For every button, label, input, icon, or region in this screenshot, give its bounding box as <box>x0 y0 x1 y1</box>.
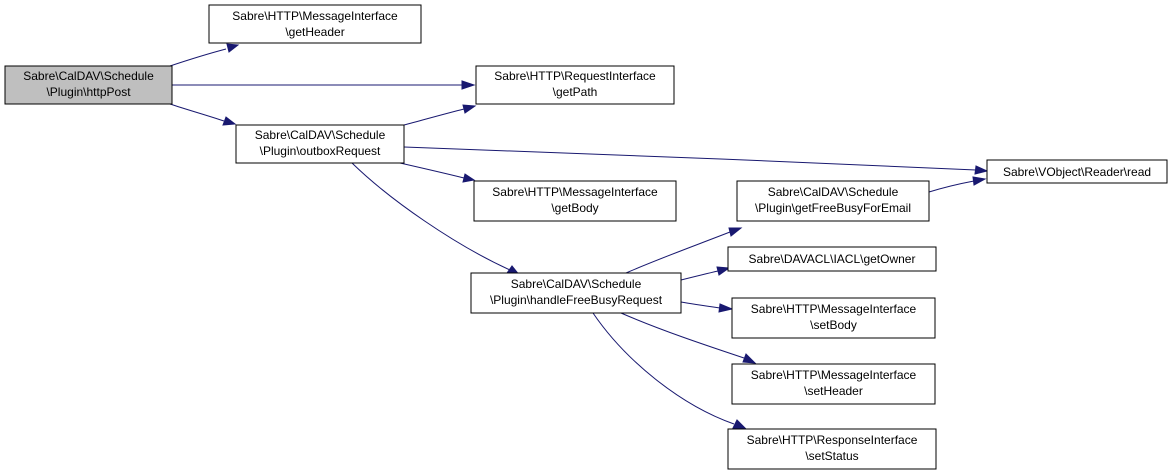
node-getbody-line2: \getBody <box>551 201 598 215</box>
edges <box>169 43 989 430</box>
edge-outboxrequest-to-read <box>403 146 989 175</box>
node-setbody-line1: Sabre\HTTP\MessageInterface <box>751 302 917 316</box>
edge-handlefreebusyrequest-to-setstatus <box>592 312 748 430</box>
arrowhead-icon <box>226 43 240 53</box>
arrowhead-icon <box>716 266 731 276</box>
node-handlefreebusyrequest-line2: \Plugin\handleFreeBusyRequest <box>490 293 663 307</box>
edge-getfreebusyforemail-to-read <box>928 176 987 193</box>
edge-line <box>403 108 465 126</box>
edge-outboxrequest-to-getpath <box>403 104 477 126</box>
edge-line <box>592 312 735 425</box>
node-setbody[interactable]: Sabre\HTTP\MessageInterface \setBody <box>731 297 936 339</box>
edge-handlefreebusyrequest-to-setheader <box>620 312 757 364</box>
node-outboxrequest-line1: Sabre\CalDAV\Schedule <box>255 128 386 142</box>
node-getpath-line1: Sabre\HTTP\RequestInterface <box>494 69 656 83</box>
arrowhead-icon <box>728 227 743 237</box>
node-getbody-line1: Sabre\HTTP\MessageInterface <box>492 185 658 199</box>
node-read[interactable]: Sabre\VObject\Reader\read <box>986 159 1168 184</box>
edge-handlefreebusyrequest-to-getowner <box>680 266 731 281</box>
node-getheader-line1: Sabre\HTTP\MessageInterface <box>232 9 398 23</box>
arrowhead-icon <box>462 173 476 183</box>
node-setstatus[interactable]: Sabre\HTTP\ResponseInterface \setStatus <box>727 428 937 470</box>
edge-line <box>620 312 745 359</box>
node-setstatus-line1: Sabre\HTTP\ResponseInterface <box>747 433 918 447</box>
edge-line <box>169 48 227 67</box>
node-httppost-line2: \Plugin\httpPost <box>46 85 131 99</box>
arrowhead-icon <box>222 116 237 126</box>
arrowhead-icon <box>718 303 734 313</box>
node-setheader[interactable]: Sabre\HTTP\MessageInterface \setHeader <box>731 363 936 405</box>
edge-line <box>399 162 465 179</box>
node-getfreebusyforemail-line1: Sabre\CalDAV\Schedule <box>768 185 899 199</box>
node-setheader-line1: Sabre\HTTP\MessageInterface <box>751 368 917 382</box>
node-getheader[interactable]: Sabre\HTTP\MessageInterface \getHeader <box>208 4 422 44</box>
edge-line <box>928 180 975 193</box>
edge-line <box>403 146 977 171</box>
edge-handlefreebusyrequest-to-setbody <box>680 301 734 313</box>
arrowhead-icon <box>461 80 476 90</box>
node-getfreebusyforemail[interactable]: Sabre\CalDAV\Schedule \Plugin\getFreeBus… <box>736 180 930 222</box>
node-handlefreebusyrequest-line1: Sabre\CalDAV\Schedule <box>511 277 642 291</box>
node-httppost[interactable]: Sabre\CalDAV\Schedule \Plugin\httpPost <box>4 65 173 105</box>
node-getowner-line1: Sabre\DAVACL\IACL\getOwner <box>749 252 916 266</box>
node-setheader-line2: \setHeader <box>804 384 863 398</box>
node-getowner[interactable]: Sabre\DAVACL\IACL\getOwner <box>727 246 937 272</box>
edge-handlefreebusyrequest-to-getfreebusyforemail <box>625 227 743 274</box>
arrowhead-icon <box>972 176 987 186</box>
node-getheader-line2: \getHeader <box>285 25 344 39</box>
edge-line <box>680 301 721 309</box>
node-setbody-line2: \setBody <box>810 318 857 332</box>
arrowhead-icon <box>974 165 989 175</box>
node-setstatus-line2: \setStatus <box>805 449 858 463</box>
edge-line <box>625 231 731 274</box>
arrowhead-icon <box>732 419 748 430</box>
edge-httppost-to-outboxrequest <box>169 103 237 126</box>
edge-outboxrequest-to-getbody <box>399 162 476 183</box>
edge-line <box>351 162 511 271</box>
edge-httppost-to-getheader <box>169 43 240 67</box>
node-httppost-line1: Sabre\CalDAV\Schedule <box>23 69 154 83</box>
arrowhead-icon <box>742 353 757 364</box>
edge-line <box>169 103 225 122</box>
node-handlefreebusyrequest[interactable]: Sabre\CalDAV\Schedule \Plugin\handleFree… <box>470 272 682 314</box>
arrowhead-icon <box>462 104 477 114</box>
node-getbody[interactable]: Sabre\HTTP\MessageInterface \getBody <box>473 180 677 222</box>
edge-line <box>680 270 719 281</box>
node-outboxrequest-line2: \Plugin\outboxRequest <box>260 144 381 158</box>
node-getpath-line2: \getPath <box>553 85 598 99</box>
node-getfreebusyforemail-line2: \Plugin\getFreeBusyForEmail <box>755 201 911 215</box>
node-outboxrequest[interactable]: Sabre\CalDAV\Schedule \Plugin\outboxRequ… <box>235 124 405 164</box>
node-getpath[interactable]: Sabre\HTTP\RequestInterface \getPath <box>475 65 675 105</box>
edge-httppost-to-getpath <box>172 80 476 90</box>
node-read-line1: Sabre\VObject\Reader\read <box>1003 165 1151 179</box>
